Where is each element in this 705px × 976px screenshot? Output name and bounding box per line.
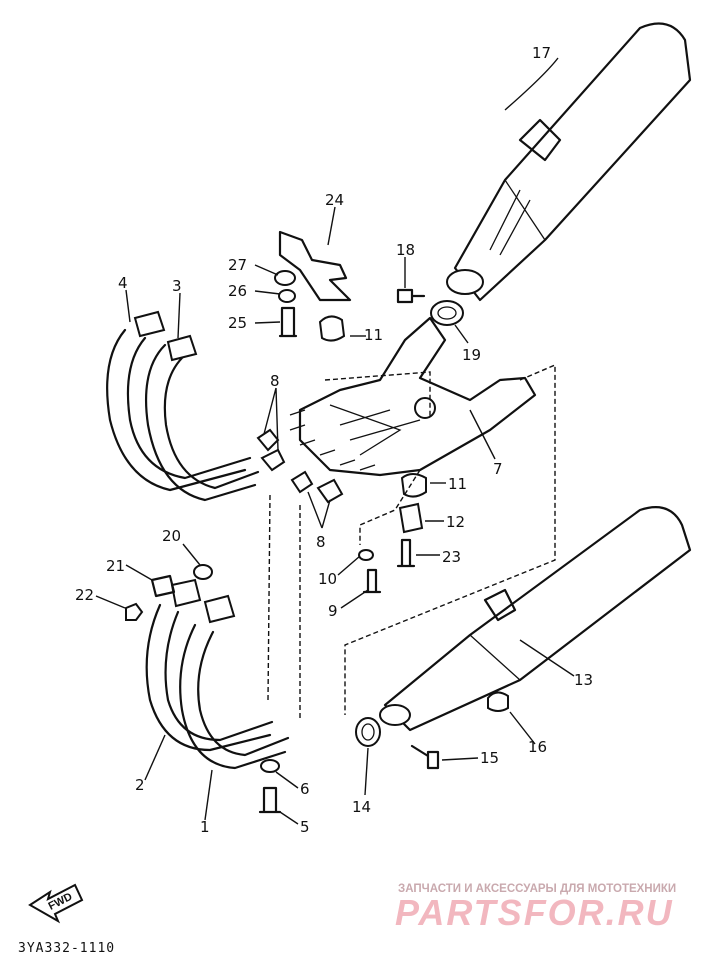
callout-23: 23 (442, 548, 461, 566)
callout-25: 25 (228, 314, 247, 332)
bolt-15[interactable] (410, 744, 440, 770)
washer-26[interactable] (278, 289, 296, 303)
gasket-20[interactable] (193, 564, 213, 580)
clamp-21[interactable] (150, 574, 176, 598)
exhaust-pipe-3[interactable] (145, 334, 260, 502)
callout-10: 10 (318, 570, 337, 588)
diagram-code: 3YA332-1110 (18, 941, 115, 956)
clamp-14[interactable] (355, 717, 381, 747)
callout-11b: 11 (448, 475, 467, 493)
clamp-18[interactable] (430, 300, 464, 326)
nut-22[interactable] (125, 602, 144, 621)
fwd-arrow-icon: FWD (28, 883, 84, 924)
callout-13: 13 (574, 671, 593, 689)
callout-1: 1 (200, 818, 210, 836)
bracket-24[interactable] (278, 230, 352, 302)
callout-21: 21 (106, 557, 125, 575)
callout-3: 3 (172, 277, 182, 295)
callout-19: 18 (396, 241, 415, 259)
callout-16: 16 (528, 738, 547, 756)
callout-8a: 8 (270, 372, 280, 390)
callout-14: 14 (352, 798, 371, 816)
muffler-17[interactable] (446, 22, 692, 302)
leader-lines (95, 57, 575, 825)
callout-27: 27 (228, 256, 247, 274)
callout-20: 20 (162, 527, 181, 545)
assembly-guide-lines (267, 363, 556, 720)
callout-9: 9 (328, 602, 338, 620)
exhaust-pipe-1[interactable] (179, 594, 290, 770)
muffler-13[interactable] (379, 506, 692, 732)
watermark-brand: PARTSFOR.RU (395, 892, 674, 933)
washer-10[interactable] (358, 549, 374, 561)
collar-6[interactable] (260, 759, 280, 773)
callout-8b: 8 (316, 533, 326, 551)
gasket-8-lower[interactable] (290, 470, 344, 504)
callout-18: 19 (462, 346, 481, 364)
callout-4: 4 (118, 274, 128, 292)
callout-26: 26 (228, 282, 247, 300)
callout-17: 17 (532, 44, 551, 62)
bolt-9[interactable] (362, 568, 382, 594)
callout-24: 24 (325, 191, 344, 209)
washer-27[interactable] (274, 270, 296, 286)
bolt-19[interactable] (396, 288, 426, 304)
callout-5: 5 (300, 818, 310, 836)
callout-15: 15 (480, 749, 499, 767)
callout-labels: 17 24 18 27 26 25 11 19 4 3 8 7 11 12 23… (75, 44, 593, 836)
watermark-tagline: ЗАПЧАСТИ И АКСЕССУАРЫ ДЛЯ МОТОТЕХНИКИ (398, 883, 676, 895)
bolt-23[interactable] (396, 538, 416, 568)
bolt-25[interactable] (278, 306, 298, 338)
callout-22: 22 (75, 586, 94, 604)
bolt-5[interactable] (258, 786, 282, 814)
cap-16[interactable] (487, 691, 509, 712)
callout-11a: 11 (364, 326, 383, 344)
collector-7[interactable] (289, 316, 537, 477)
callout-6: 6 (300, 780, 310, 798)
exhaust-pipe-2[interactable] (145, 578, 274, 752)
callout-7: 7 (493, 460, 503, 478)
callout-2: 2 (135, 776, 145, 794)
gasket-8-upper[interactable] (256, 428, 286, 472)
grommet-11-lower[interactable] (400, 473, 427, 498)
grommet-11-upper[interactable] (318, 315, 346, 342)
exhaust-pipe-4[interactable] (106, 310, 252, 492)
callout-12: 12 (446, 513, 465, 531)
damper-12[interactable] (398, 502, 424, 534)
